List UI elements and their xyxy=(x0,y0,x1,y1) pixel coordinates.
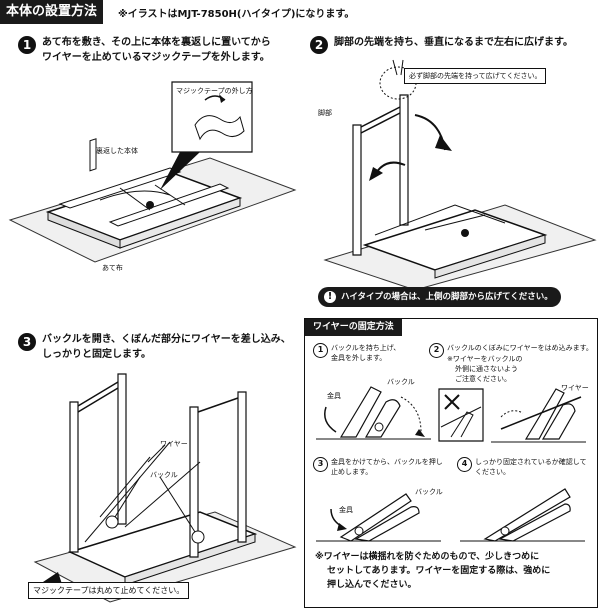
sub-step-3-line1: 金具をかけてから、バックルを押し xyxy=(331,458,443,466)
step-3-text-line2: しっかりと固定します。 xyxy=(42,349,151,360)
panel-note-line2: セットしてあります。ワイヤーを固定する際は、強めに xyxy=(327,566,551,576)
velcro-callout-label: マジックテープの外し方 xyxy=(176,87,253,95)
warning-banner: ! ハイタイプの場合は、上側の脚部から広げてください。 xyxy=(318,287,561,307)
sub-step-3-illustration xyxy=(311,479,451,549)
sub-step-1-illustration xyxy=(311,367,441,447)
step-2-number: 2 xyxy=(310,36,328,54)
page-title: 本体の設置方法 xyxy=(0,0,104,24)
body-label: 裏返した本体 xyxy=(96,147,138,155)
sub-step-1-metal-label: 金具 xyxy=(327,392,341,400)
sub-step-2-note3: ご注意ください。 xyxy=(455,375,511,383)
sub-step-1-line2: 金具を外します。 xyxy=(331,354,387,362)
step-1-number: 1 xyxy=(18,36,36,54)
cloth-label: あて布 xyxy=(102,264,123,272)
illustration-note: ※イラストはMJT-7850H(ハイタイプ)になります。 xyxy=(118,9,355,20)
sub-step-2-illustration xyxy=(431,367,593,449)
step-3-number: 3 xyxy=(18,333,36,351)
sub-step-4-number: 4 xyxy=(457,457,472,472)
warning-text: ハイタイプの場合は、上側の脚部から広げてください。 xyxy=(341,292,553,302)
warning-icon: ! xyxy=(324,290,336,303)
sub-step-3-buckle-label: バックル xyxy=(415,488,443,496)
panel-title: ワイヤーの固定方法 xyxy=(305,319,402,336)
step-3-wire-label: ワイヤー xyxy=(160,440,188,448)
step-1-illustration xyxy=(0,70,305,285)
panel-note-line3: 押し込んでください。 xyxy=(327,580,417,590)
sub-step-4-line1: しっかり固定されているか確認して xyxy=(475,458,587,466)
sub-step-2-wire-label: ワイヤー xyxy=(561,384,589,392)
step-2-text: 脚部の先端を持ち、垂直になるまで左右に広げます。 xyxy=(334,37,573,48)
step-3-illustration xyxy=(0,362,304,607)
sub-step-4-line2: ください。 xyxy=(475,468,510,476)
sub-step-2-number: 2 xyxy=(429,343,444,358)
sub-step-3-line2: 止めします。 xyxy=(331,468,373,476)
sub-step-1-buckle-label: バックル xyxy=(387,378,415,386)
step-1-text-line2: ワイヤーを止めているマジックテープを外します。 xyxy=(42,52,270,63)
sub-step-2-line1: バックルのくぼみにワイヤーをはめ込みます。 xyxy=(447,344,593,352)
step-2-illustration xyxy=(305,55,600,290)
velcro-note: マジックテープは丸めて止めてください。 xyxy=(28,582,190,599)
step-3-text-line1: バックルを開き、くぼんだ部分にワイヤーを差し込み、 xyxy=(42,334,291,345)
sub-step-1-number: 1 xyxy=(313,343,328,358)
step-2-callout: 必ず脚部の先端を持って広げてください。 xyxy=(404,68,547,84)
step-3-buckle-label: バックル xyxy=(150,471,178,479)
sub-step-2-note1: ※ワイヤーをバックルの xyxy=(447,355,523,363)
step-1-text-line1: あて布を敷き、その上に本体を裏返しに置いてから xyxy=(42,37,271,48)
wire-fixing-panel: ワイヤーの固定方法 1 バックルを持ち上げ、 金具を外します。 金具 バックル … xyxy=(304,318,598,608)
leg-label: 脚部 xyxy=(318,109,332,117)
sub-step-3-metal-label: 金具 xyxy=(339,506,353,514)
panel-note-line1: ※ワイヤーは横揺れを防ぐためのもので、少しきつめに xyxy=(315,552,540,562)
sub-step-1-line1: バックルを持ち上げ、 xyxy=(331,344,401,352)
sub-step-3-number: 3 xyxy=(313,457,328,472)
sub-step-2-note2: 外側に通さないよう xyxy=(455,365,518,373)
sub-step-4-illustration xyxy=(455,479,593,549)
